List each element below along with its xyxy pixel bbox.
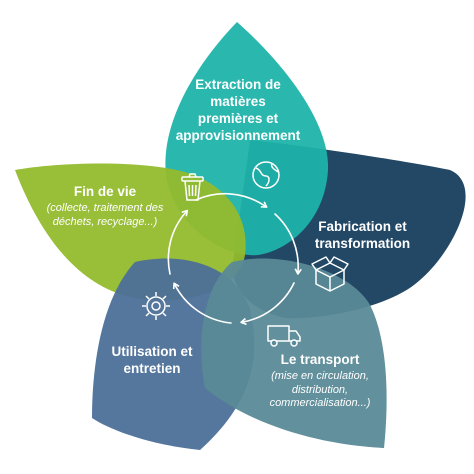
label-transport: Le transport (mise en circulation, distr… (245, 352, 395, 411)
transport-subtitle: (mise en circulation, distribution, comm… (269, 369, 371, 410)
extraction-title: Extraction de matières premières et appr… (175, 77, 301, 143)
cycle-arrow-right (274, 213, 302, 275)
cycle-arrow-bottom (240, 282, 295, 326)
cycle-arrow-top (195, 193, 268, 208)
fabrication-title: Fabrication et transformation (314, 219, 411, 251)
box-icon (311, 256, 349, 292)
trash-icon (181, 173, 204, 201)
gear-icon (142, 292, 170, 320)
label-fin-de-vie: Fin de vie (collecte, traitement des déc… (30, 184, 180, 229)
fin-de-vie-subtitle: (collecte, traitement des déchets, recyc… (46, 201, 164, 228)
truck-icon (267, 325, 301, 347)
label-fabrication: Fabrication et transformation (300, 219, 425, 253)
globe-icon (252, 161, 280, 189)
label-utilisation: Utilisation et entretien (92, 344, 212, 378)
transport-title: Le transport (280, 352, 360, 367)
fin-de-vie-title: Fin de vie (73, 184, 137, 199)
petal-transport (201, 258, 387, 448)
utilisation-title: Utilisation et entretien (111, 344, 193, 376)
cycle-arrow-left (167, 209, 189, 275)
cycle-arrow-bottom-left (172, 282, 232, 324)
label-extraction: Extraction de matières premières et appr… (168, 77, 308, 145)
cycle-arrows (167, 193, 302, 326)
